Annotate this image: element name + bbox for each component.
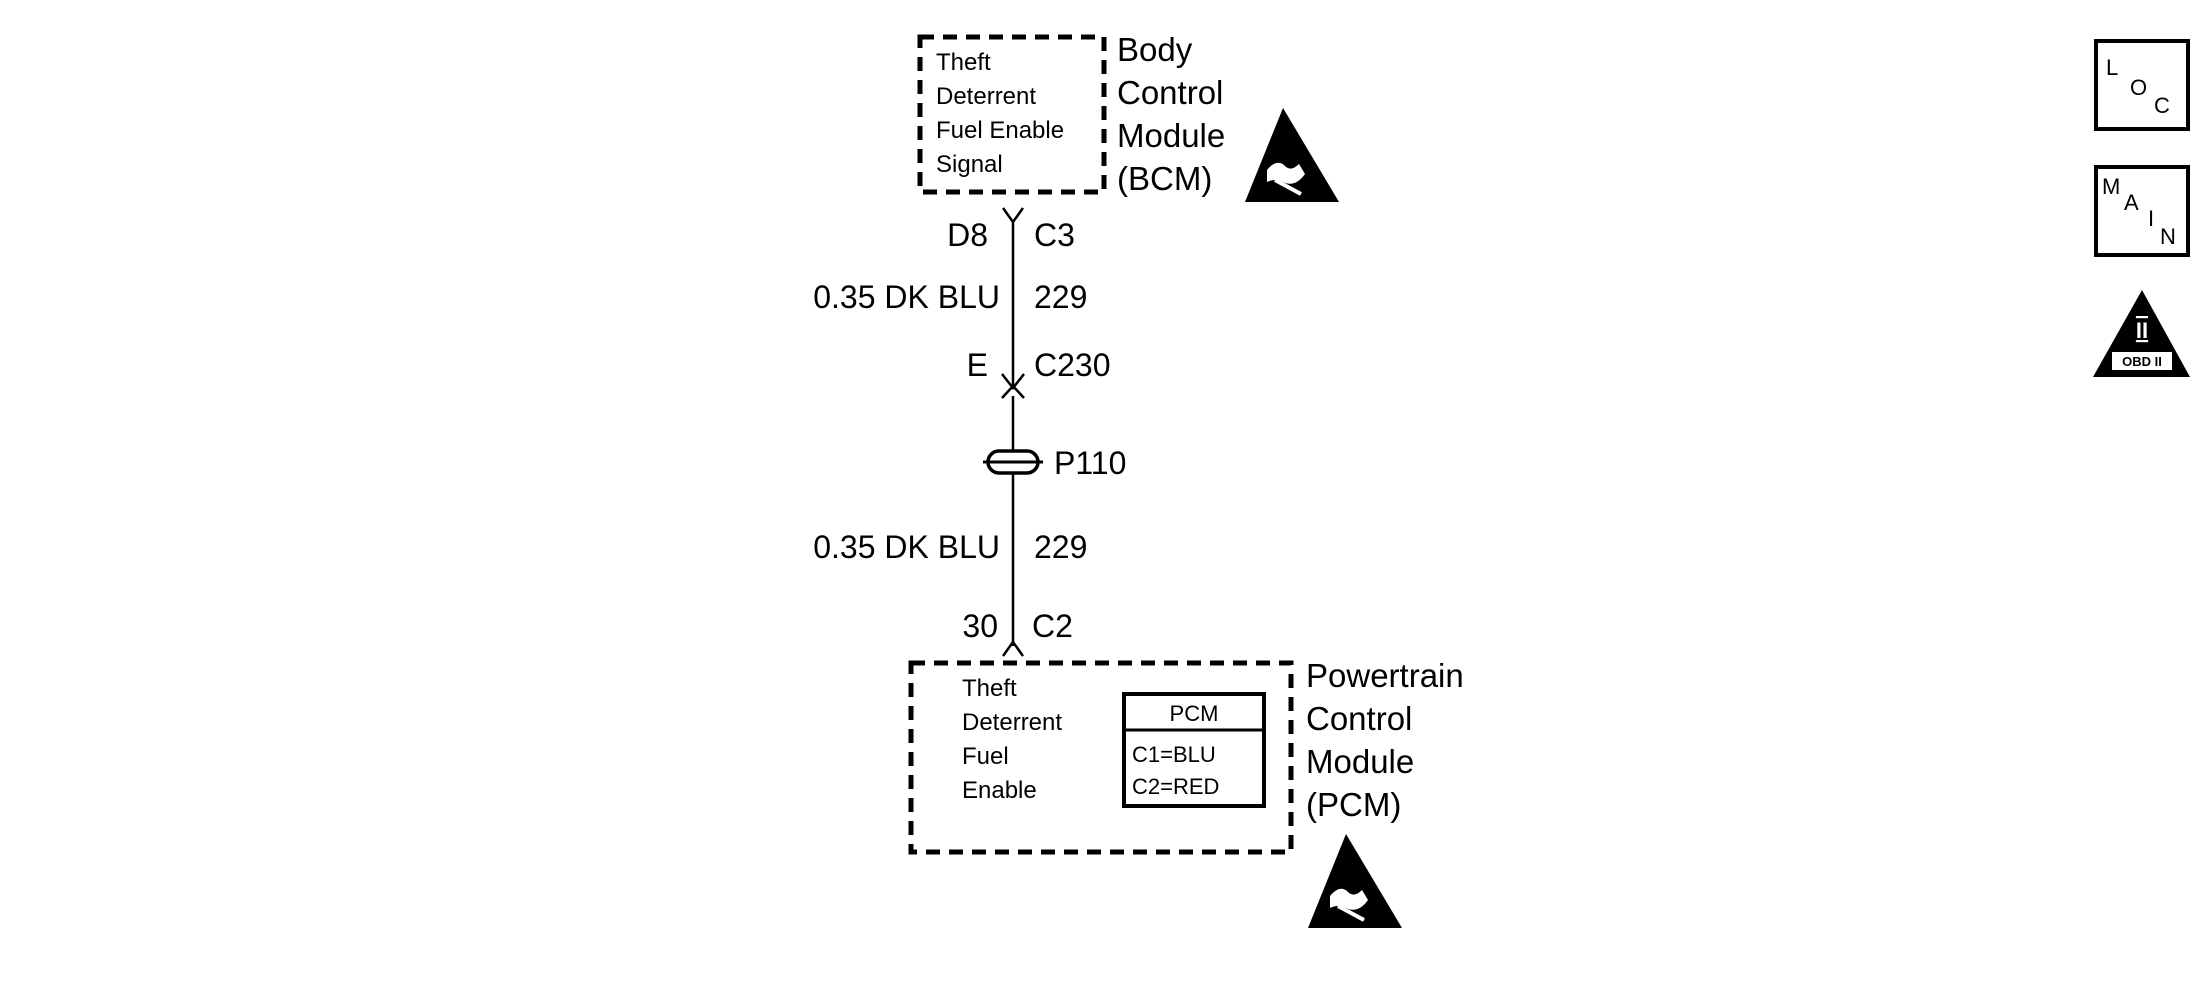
- main-letter-n: N: [2160, 224, 2176, 249]
- wire-lower-size-color: 0.35 DK BLU: [813, 529, 1000, 565]
- pcm-inner-line-3: Fuel: [962, 743, 1009, 770]
- pcm-name-line-1: Powertrain: [1306, 657, 1464, 694]
- bcm-dashed-box: [917, 34, 1107, 195]
- pcm-inner-line-1: Theft: [962, 675, 1017, 702]
- obd-label: OBD II: [2122, 354, 2162, 369]
- loc-letter-c: C: [2154, 93, 2170, 118]
- splice-label: P110: [1054, 445, 1126, 481]
- pcm-connector-table: PCM C1=BLU C2=RED: [1122, 692, 1266, 808]
- bcm-name-line-1: Body: [1117, 31, 1193, 68]
- esd-warning-icon: [1245, 108, 1339, 202]
- bcm-connector-pin: D8: [947, 217, 988, 253]
- bcm-name-line-3: Module: [1117, 117, 1225, 154]
- pcm-table-row-2: C2=RED: [1132, 774, 1219, 799]
- wire-upper-circuit: 229: [1034, 279, 1087, 315]
- bcm-name-line-4: (BCM): [1117, 160, 1212, 197]
- obd-numeral: II: [2136, 318, 2148, 343]
- main-letter-a: A: [2124, 190, 2139, 215]
- bcm-inner-line-1: Theft: [936, 49, 991, 76]
- main-button[interactable]: M A I N: [2094, 165, 2190, 257]
- pcm-inner-line-2: Deterrent: [962, 709, 1062, 736]
- pcm-table-row-1: C1=BLU: [1132, 742, 1216, 767]
- pcm-connector-c2: 30 C2: [962, 608, 1073, 657]
- bcm-inner-line-3: Fuel Enable: [936, 117, 1064, 144]
- bcm-inner-line-2: Deterrent: [936, 83, 1036, 110]
- esd-warning-icon: [1308, 834, 1402, 928]
- inline-connector-pin: E: [967, 347, 988, 383]
- bcm-module: Theft Deterrent Fuel Enable Signal Body …: [917, 31, 1225, 197]
- pcm-table-header: PCM: [1170, 701, 1219, 726]
- obd-ii-button[interactable]: II OBD II: [2093, 290, 2190, 377]
- loc-button[interactable]: L O C: [2094, 39, 2190, 131]
- bcm-connector-c3: D8 C3: [947, 207, 1075, 253]
- bcm-connector-id: C3: [1034, 217, 1075, 253]
- loc-letter-l: L: [2106, 55, 2118, 80]
- pcm-dashed-box: [908, 660, 1294, 855]
- inline-connector-id: C230: [1034, 347, 1111, 383]
- wire-upper-size-color: 0.35 DK BLU: [813, 279, 1000, 315]
- pcm-connector-id: C2: [1032, 608, 1073, 644]
- pcm-name-line-4: (PCM): [1306, 786, 1401, 823]
- pcm-inner-line-4: Enable: [962, 777, 1037, 804]
- pcm-module: Theft Deterrent Fuel Enable PCM C1=BLU C…: [908, 657, 1464, 855]
- pcm-connector-pin: 30: [962, 608, 998, 644]
- loc-letter-o: O: [2130, 75, 2147, 100]
- pcm-name-line-2: Control: [1306, 700, 1412, 737]
- splice-pack-p110: P110: [983, 445, 1126, 481]
- main-letter-m: M: [2102, 174, 2120, 199]
- bcm-name-line-2: Control: [1117, 74, 1223, 111]
- inline-connector-c230: E C230: [967, 347, 1111, 399]
- main-letter-i: I: [2148, 206, 2154, 231]
- pcm-name-line-3: Module: [1306, 743, 1414, 780]
- bcm-inner-line-4: Signal: [936, 151, 1003, 178]
- wire-lower-circuit: 229: [1034, 529, 1087, 565]
